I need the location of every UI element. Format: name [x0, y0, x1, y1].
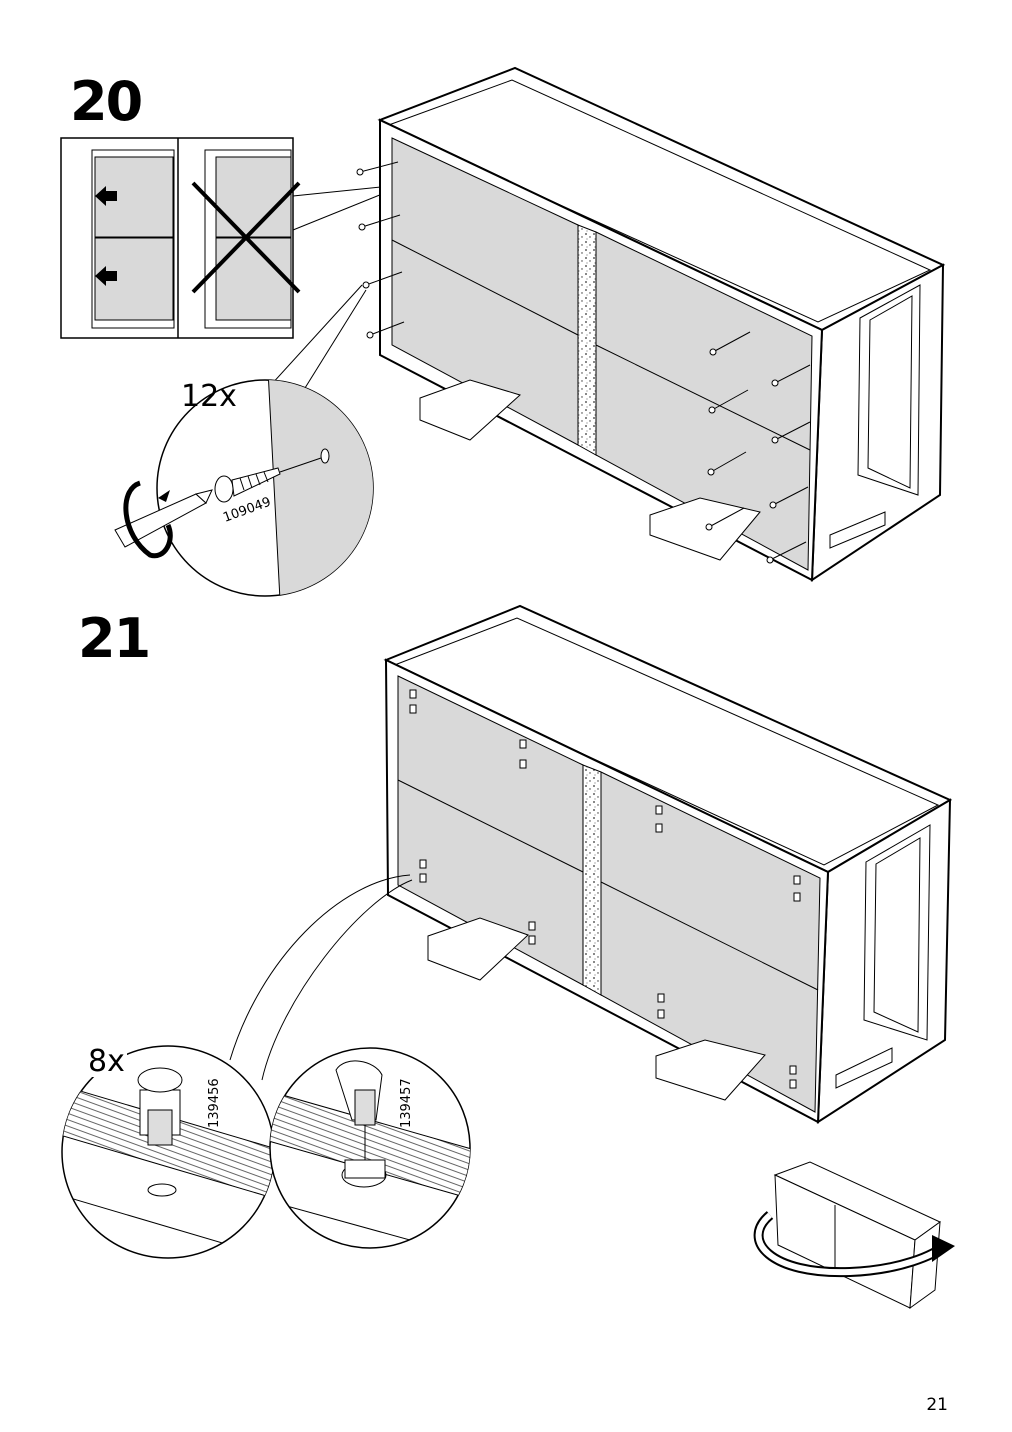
quantity-label-8x: 8x — [86, 1044, 127, 1079]
wrong-orientation-panel — [191, 149, 301, 329]
arrow-left-icon — [95, 186, 117, 206]
page-number: 21 — [926, 1395, 948, 1415]
cam-lock-icon — [137, 1067, 183, 1146]
screw-detail-circle — [114, 284, 374, 597]
step-number-20: 20 — [70, 70, 143, 133]
correct-orientation-panel — [91, 149, 175, 329]
part-number-139457: 139457 — [399, 1078, 414, 1128]
arrow-left-icon — [95, 266, 117, 286]
cabinet-step-21 — [383, 604, 953, 1124]
orientation-inset — [60, 137, 393, 339]
flip-cabinet-icon — [753, 1161, 955, 1310]
part-number-139456: 139456 — [207, 1078, 222, 1128]
step-number-21: 21 — [78, 607, 151, 670]
screwdriver-icon — [114, 480, 213, 559]
cabinet-step-20 — [356, 66, 946, 582]
quantity-label-12x: 12x — [181, 379, 237, 414]
screw-icon — [214, 467, 281, 503]
dowel-icon — [335, 1060, 387, 1188]
fitting-detail-circles: 139456 139457 — [61, 874, 471, 1259]
